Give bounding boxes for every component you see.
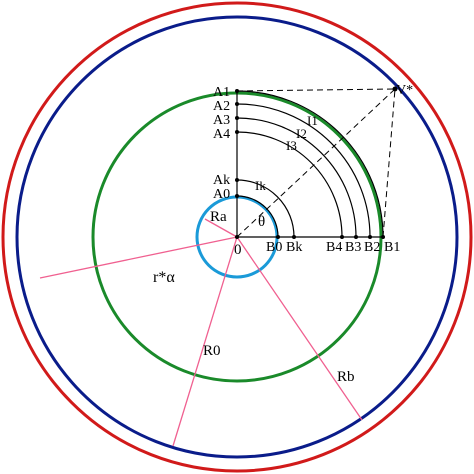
label-i3: I3: [286, 138, 297, 153]
point-a4: [235, 130, 239, 134]
point-a1: [235, 89, 239, 93]
label-ak: Ak: [213, 173, 230, 188]
point-b4: [340, 235, 344, 239]
label-r-star-alpha: r*α: [153, 269, 175, 286]
label-bk: Bk: [286, 240, 302, 255]
label-ra: Ra: [210, 209, 227, 225]
label-b1: B1: [384, 240, 400, 255]
label-theta: θ: [258, 214, 265, 230]
arc-a0-b0: [236, 195, 279, 238]
label-i2: I2: [296, 126, 307, 141]
label-a0: A0: [213, 187, 230, 202]
label-vstar: V*: [396, 83, 413, 98]
dashed-o-to-vstar: [236, 88, 396, 238]
label-b0: B0: [266, 240, 282, 255]
label-origin: 0: [234, 242, 242, 258]
point-o: [235, 235, 239, 239]
label-r0: R0: [203, 343, 221, 359]
point-a3: [235, 116, 239, 120]
label-rb: Rb: [337, 369, 355, 385]
label-a4: A4: [213, 127, 230, 142]
radius-r0: [172, 236, 238, 447]
point-a2: [235, 102, 239, 106]
dashed-b1-to-vstar: [382, 88, 396, 238]
point-b3: [354, 235, 358, 239]
label-b2: B2: [364, 240, 380, 255]
arc-a4-b4: [236, 131, 343, 238]
point-a0: [235, 194, 239, 198]
label-i1: I1: [307, 113, 318, 128]
radius-ra: [204, 218, 238, 238]
label-a3: A3: [213, 113, 230, 128]
arc-a3-b3: [236, 117, 357, 238]
label-a1: A1: [213, 85, 230, 100]
point-b2: [368, 235, 372, 239]
arc-a1-b1: [236, 90, 384, 238]
point-ak: [235, 178, 239, 182]
label-b4: B4: [326, 240, 342, 255]
arc-ak-bk: [236, 179, 295, 238]
label-b3: B3: [345, 240, 361, 255]
point-b0: [276, 235, 280, 239]
point-bk: [292, 235, 296, 239]
radius-r-star-alpha: [39, 236, 238, 279]
label-a2: A2: [213, 99, 230, 114]
outer-blue-circle: [15, 15, 459, 459]
dashed-a1-to-vstar: [236, 88, 396, 92]
label-ik: Ik: [255, 178, 266, 193]
point-b1: [381, 235, 385, 239]
radius-rb: [236, 236, 363, 421]
arc-a2-b2: [236, 103, 371, 238]
point-vstar: [392, 86, 398, 92]
